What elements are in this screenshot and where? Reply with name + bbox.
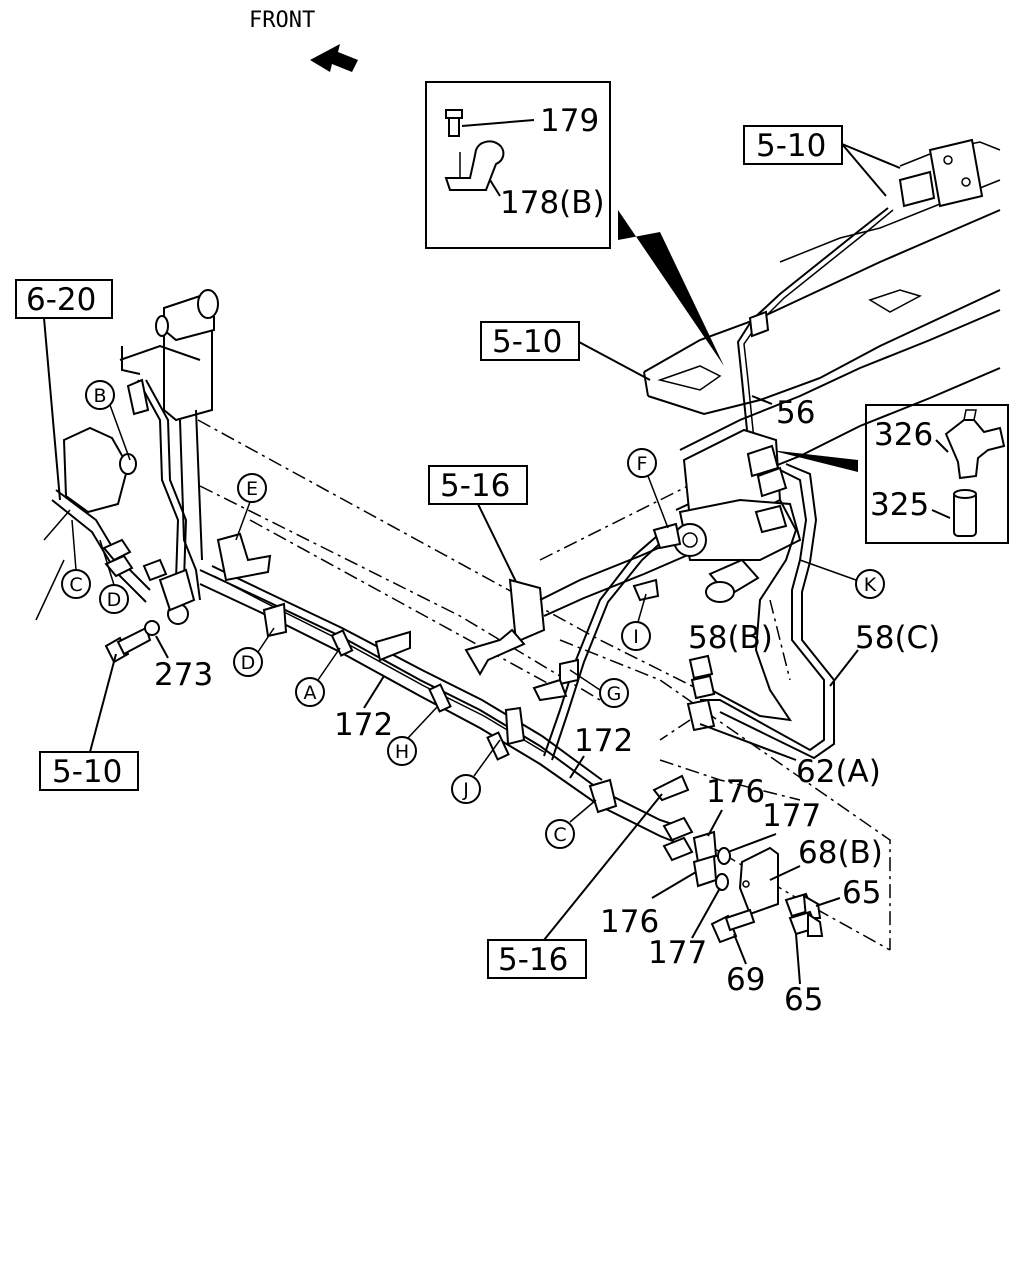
fitting-h-icon [464,628,526,676]
svg-text:C: C [553,824,566,846]
part-56-label: 56 [776,395,815,431]
part-178b-label: 178(B) [500,185,605,221]
part-68b-label: 68(B) [798,835,883,871]
callout-k: K [799,559,885,599]
callout-d-left: D [99,539,129,614]
clip-d-icon [262,602,288,638]
nut-176-bottom-icon [692,854,718,888]
part-273-label: 273 [154,657,213,693]
svg-text:A: A [304,682,317,704]
inset-pointer-wedge [618,210,724,366]
bracket-j-icon [504,706,526,746]
inset-pointer-wedge-2 [770,450,858,472]
bolt-65-bottom-icon [788,910,824,937]
ref-5-10-bottom: 5-10 [52,754,122,790]
part-62a-label: 62(A) [796,754,881,790]
leader-325 [931,509,951,519]
bolt-179-icon [445,109,463,137]
part-177a-label: 177 [762,798,821,834]
part-325-label: 325 [870,487,929,523]
ref-5-10-bottom-box [39,751,139,791]
callout-e: E [235,473,267,541]
leader-179 [461,119,535,127]
part-176b-label: 176 [600,904,659,940]
callout-a: A [295,647,341,707]
svg-text:D: D [241,652,256,674]
junction-block-68b [738,846,779,916]
part-176a-label: 176 [706,774,765,810]
svg-text:G: G [607,683,622,705]
bolt-left-icon [104,626,152,664]
callout-f: F [627,448,669,529]
ref-5-10-mid: 5-10 [492,324,562,360]
front-arrow-icon [310,44,358,72]
part-326-label: 326 [874,417,933,453]
svg-text:K: K [864,574,877,596]
svg-text:F: F [637,453,648,475]
brake-master-unit [652,428,802,603]
bracket-a-icon [374,630,411,662]
pipe-clip-icon [748,310,770,338]
part-172a-label: 172 [334,707,393,743]
svg-text:E: E [246,478,258,500]
part-177b-label: 177 [648,935,707,971]
callout-c-right: C [545,799,597,849]
part-179-label: 179 [540,103,599,139]
flex-hose-g [543,529,665,757]
washer-177-top-icon [717,847,731,865]
sleeve-325-icon [953,489,977,537]
svg-text:I: I [633,626,639,648]
part-69-label: 69 [726,962,765,998]
callout-c-left: C [61,519,91,599]
ref-6-20-box [15,279,113,319]
tee-fitting-326-icon [944,409,1006,480]
svg-text:H: H [395,741,409,763]
callout-j: J [451,739,501,804]
svg-text:C: C [69,574,82,596]
leader-178b [489,179,501,197]
nut-176-top-icon [692,830,718,864]
clip-c-icon [588,778,618,814]
callout-h: H [387,705,439,766]
inset-connector-box [865,404,1009,544]
ref-5-16-bottom-box [487,939,587,979]
clip-178b-icon [444,140,505,191]
ref-5-10-top-box [743,125,843,165]
ref-5-10-mid-box [480,321,580,361]
washer-177-bottom-icon [715,873,729,891]
callout-i: I [621,593,651,651]
bracket-e-icon [216,532,272,582]
leader-326 [935,439,949,453]
chassis-frame [643,138,1001,511]
ref-5-10-top: 5-10 [756,128,826,164]
part-58c-label: 58(C) [855,620,940,656]
svg-text:B: B [93,385,106,407]
callout-b: B [85,380,131,461]
plate-bracket-icon [508,578,546,644]
hose-bundle-172 [199,565,694,862]
ref-5-16-mid: 5-16 [440,468,510,504]
ref-5-16-bottom: 5-16 [498,942,568,978]
left-hanger-assembly [35,289,219,625]
svg-text:J: J [462,779,469,801]
part-65a-label: 65 [842,875,881,911]
part-58b-label: 58(B) [688,620,773,656]
part-172b-label: 172 [574,723,633,759]
callout-g: G [569,669,629,708]
svg-text:D: D [107,589,122,611]
bolt-69-icon [710,908,756,944]
callout-d-mid: D [233,627,275,677]
ref-5-16-mid-box [428,465,528,505]
ref-6-20: 6-20 [26,282,96,318]
brake-pipes-58 [686,463,835,760]
part-65b-label: 65 [784,982,823,1018]
washer-273-icon [144,620,160,636]
front-label: FRONT [249,8,315,33]
